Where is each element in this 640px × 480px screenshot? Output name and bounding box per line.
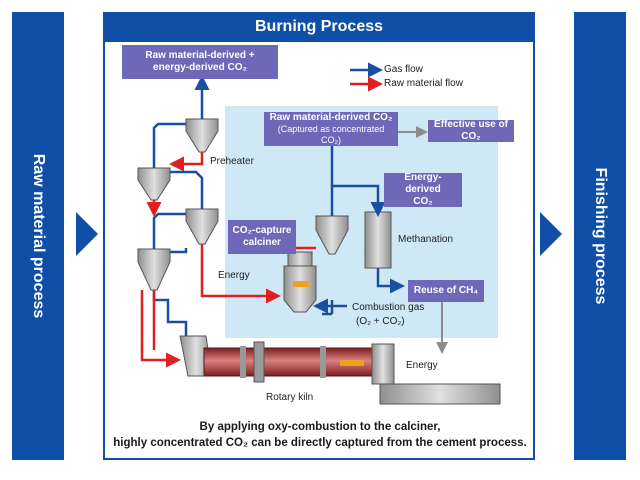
gas-flow-legend-label: Gas flow <box>384 64 423 75</box>
co2-output-line2: energy-derived CO₂ <box>153 62 247 73</box>
clinker-cooler-icon <box>379 383 501 405</box>
raw-flow-legend-label: Raw material flow <box>384 78 463 89</box>
kiln-tyre-2-icon <box>320 346 326 378</box>
kiln-energy-label: Energy <box>406 360 438 371</box>
calciner-cyclone-icon <box>315 215 349 255</box>
calciner-body-icon <box>283 265 317 313</box>
combustion-gas-formula: (O₂ + CO₂) <box>356 316 405 327</box>
calciner-vessel <box>283 251 317 313</box>
diagram-caption: By applying oxy-combustion to the calcin… <box>110 420 530 451</box>
reuse-ch4-label: Reuse of CH₄ <box>413 285 479 296</box>
captured-co2-sub: (Captured as concentrated CO₂) <box>277 124 385 145</box>
rotary-kiln <box>179 335 501 405</box>
effective-use-box: Effective use of CO₂ <box>428 119 514 142</box>
calciner-energy-label: Energy <box>218 270 250 281</box>
calciner-top-icon <box>287 251 313 267</box>
legend <box>350 62 383 92</box>
energy-co2-line1: Energy-derived <box>404 172 442 195</box>
combustion-gas-label: Combustion gas <box>352 302 425 313</box>
preheater-cyclones <box>137 118 349 291</box>
methanation-unit-icon <box>364 211 392 269</box>
caption-line2: highly concentrated CO₂ can be directly … <box>113 436 527 449</box>
calciner-line2: calciner <box>243 237 281 248</box>
methanation-label: Methanation <box>398 234 454 245</box>
burning-process-header: Burning Process <box>103 12 535 42</box>
calciner-box: CO₂-capture calciner <box>228 220 296 254</box>
rotary-kiln-label: Rotary kiln <box>266 392 314 403</box>
finishing-process-bar: Finishing process <box>574 12 626 460</box>
calciner-flame-icon <box>293 281 309 287</box>
arrow-to-finishing-icon <box>540 212 562 256</box>
caption-line1: By applying oxy-combustion to the calcin… <box>199 421 441 433</box>
preheater-label: Preheater <box>210 156 254 167</box>
cyclone-1-icon <box>185 118 219 153</box>
kiln-gear-icon <box>253 341 265 383</box>
kiln-flame-icon <box>340 360 364 366</box>
cyclone-2-icon <box>137 167 171 201</box>
kiln-tyre-1-icon <box>240 346 246 378</box>
cyclone-4-icon <box>137 248 171 291</box>
captured-co2-label: Raw material-derived CO₂ <box>269 112 393 124</box>
reuse-ch4-box: Reuse of CH₄ <box>408 280 484 302</box>
calciner-line1: CO₂-capture <box>232 225 292 236</box>
kiln-hood-icon <box>371 343 395 385</box>
energy-co2-line2: CO₂ <box>413 196 433 207</box>
kiln-drum-icon <box>203 347 373 377</box>
arrow-to-burning-icon <box>76 212 98 256</box>
burning-process-title: Burning Process <box>254 18 384 35</box>
raw-material-process-bar: Raw material process <box>12 12 64 460</box>
cyclone-3-icon <box>185 208 219 245</box>
co2-output-line1: Raw material-derived + <box>145 50 255 61</box>
effective-use-label: Effective use of CO₂ <box>434 119 508 142</box>
co2-output-box: Raw material-derived + energy-derived CO… <box>122 45 278 79</box>
captured-co2-box: Raw material-derived CO₂ (Captured as co… <box>264 112 398 146</box>
energy-co2-box: Energy-derived CO₂ <box>384 172 462 207</box>
